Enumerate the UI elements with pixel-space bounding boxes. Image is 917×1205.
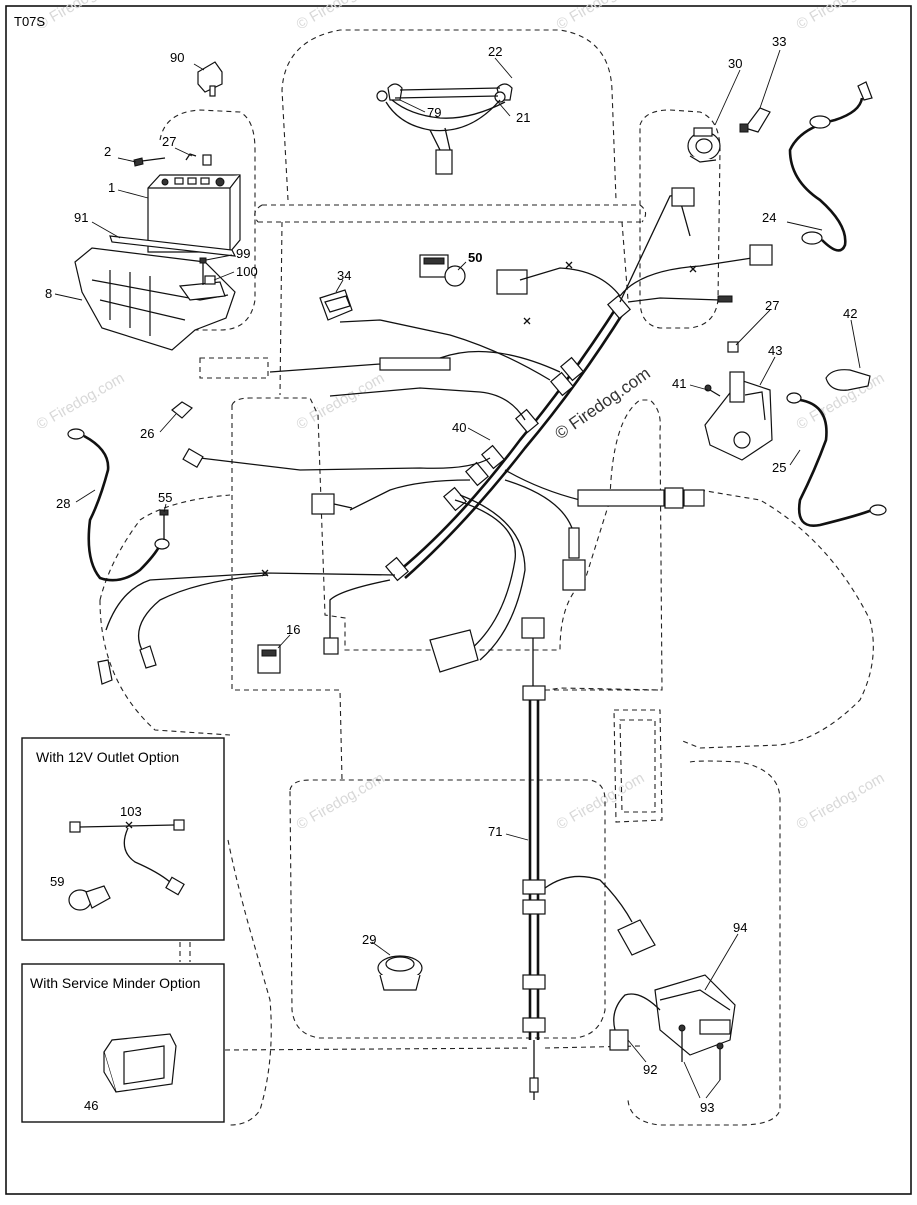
callout-34: 34 (337, 268, 351, 283)
part-24-cable (788, 81, 873, 252)
watermark: © Firedog.com (294, 0, 388, 33)
part-40-main-harness (97, 187, 773, 685)
callout-41: 41 (672, 376, 686, 391)
splice-marks (261, 261, 697, 577)
part-43-solenoid (704, 371, 773, 461)
part-50-switch (419, 254, 466, 287)
callout-27-left: 27 (162, 134, 176, 149)
part-29-sounder (377, 955, 423, 991)
callout-100: 100 (236, 264, 258, 279)
callout-43: 43 (768, 343, 782, 358)
callout-40: 40 (452, 420, 466, 435)
callout-91: 91 (74, 210, 88, 225)
callout-94: 94 (733, 920, 747, 935)
part-93-screws (678, 1024, 724, 1080)
part-28-cable (67, 428, 170, 582)
inset-service-minder: With Service Minder Option 46 (21, 963, 225, 1123)
watermark: © Firedog.com (294, 369, 388, 433)
callout-28: 28 (56, 496, 70, 511)
watermark: © Firedog.com (794, 0, 888, 33)
watermark: © Firedog.com (794, 769, 888, 833)
part-91-strap (109, 235, 237, 257)
part-71-rear-harness (522, 685, 656, 1100)
part-41-bolt (704, 384, 721, 397)
callout-2: 2 (104, 144, 111, 159)
callout-90: 90 (170, 50, 184, 65)
callout-103: 103 (120, 804, 142, 819)
callout-33: 33 (772, 34, 786, 49)
part-8-battery-tray (74, 247, 236, 351)
diagram-border (5, 5, 912, 1195)
part-27-washer (727, 341, 739, 353)
callout-24: 24 (762, 210, 776, 225)
watermark: © Firedog.com (554, 769, 648, 833)
callout-99: 99 (236, 246, 250, 261)
watermark: © Firedog.com (34, 369, 128, 433)
part-99-bolt (199, 257, 207, 285)
part-100-nut (204, 275, 216, 285)
callout-92: 92 (643, 1062, 657, 1077)
watermark: © Firedog.com (34, 0, 128, 33)
callout-42: 42 (843, 306, 857, 321)
callout-25: 25 (772, 460, 786, 475)
inset-minder-title: With Service Minder Option (30, 975, 200, 991)
callout-8: 8 (45, 286, 52, 301)
part-16-relay (257, 644, 281, 674)
watermark-center: © Firedog.com (551, 364, 653, 444)
callout-71: 71 (488, 824, 502, 839)
callout-79: 79 (427, 105, 441, 120)
part-25-cable (786, 392, 887, 527)
part-connector-center (521, 617, 545, 688)
inset-12v-title: With 12V Outlet Option (36, 749, 179, 765)
inset-12v-outlet: With 12V Outlet Option 103 59 (21, 737, 225, 941)
callout-30: 30 (728, 56, 742, 71)
callout-59: 59 (50, 874, 64, 889)
callout-26: 26 (140, 426, 154, 441)
part-27-nut (185, 153, 212, 166)
part-22-79-21-headlight-harness (376, 83, 513, 175)
callout-50: 50 (468, 250, 482, 265)
callout-21: 21 (516, 110, 530, 125)
part-connector-pad (496, 269, 528, 295)
watermark: © Firedog.com (294, 769, 388, 833)
callout-1: 1 (108, 180, 115, 195)
diagram-code: T07S (14, 14, 45, 29)
callout-29: 29 (362, 932, 376, 947)
part-94-switch-assembly (654, 974, 736, 1056)
part-55-bolt (159, 509, 169, 540)
callout-55: 55 (158, 490, 172, 505)
part-33-key (739, 107, 771, 133)
callout-93: 93 (700, 1100, 714, 1115)
part-92-connector (609, 993, 661, 1051)
callout-22: 22 (488, 44, 502, 59)
part-42-boot (825, 369, 871, 391)
callout-labels: 90 22 30 33 27 2 79 21 1 91 24 99 100 50… (45, 34, 857, 1115)
part-26-clip (171, 401, 193, 419)
callout-27-right: 27 (765, 298, 779, 313)
part-2-bolt (133, 157, 166, 167)
part-90-connector (197, 61, 223, 97)
watermark: © Firedog.com (554, 0, 648, 33)
part-34-switch (319, 289, 353, 321)
part-1-battery (147, 174, 241, 253)
callout-16: 16 (286, 622, 300, 637)
part-30-ignition-switch (687, 127, 721, 163)
callout-46: 46 (84, 1098, 98, 1113)
